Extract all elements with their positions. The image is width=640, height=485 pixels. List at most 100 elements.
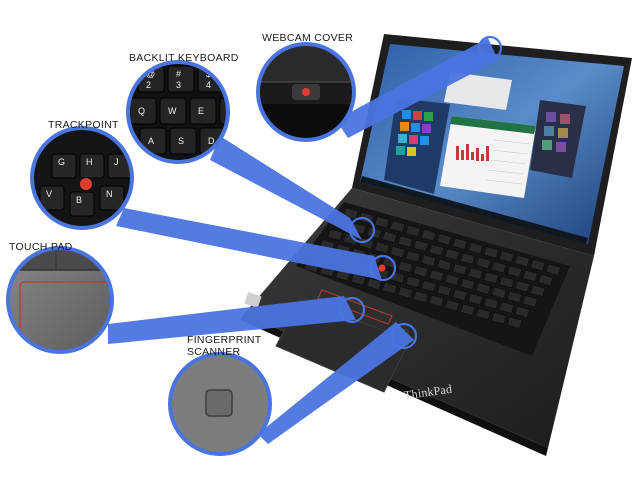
- photos-window: [444, 72, 512, 110]
- keyboard-key: [506, 291, 523, 304]
- zoom-trackpoint-keycap-label: G: [58, 157, 65, 167]
- zoom-keycap-digit: 2: [146, 80, 151, 90]
- keyboard-key: [428, 269, 445, 282]
- keyboard-key: [460, 252, 476, 265]
- keyboard-key: [413, 290, 429, 303]
- beam-fingerprint: [258, 322, 414, 444]
- zoom-trackpoint-keycap: [51, 153, 77, 179]
- zoom-touchpad: [6, 246, 114, 354]
- keyboard-key: [530, 259, 546, 272]
- keyboard-key: [467, 267, 484, 280]
- keyboard-key: [405, 224, 421, 237]
- keyboard-key: [491, 286, 507, 299]
- keyboard-key: [428, 295, 445, 308]
- keyboard-key: [514, 305, 530, 318]
- target-touchpad: [338, 296, 366, 324]
- target-fingerprint: [390, 322, 418, 350]
- zoom-trackpoint-keycap: [39, 185, 65, 211]
- zoom-keycap-label: W: [168, 106, 177, 116]
- keyboard-key: [444, 273, 460, 286]
- keyboard-key: [444, 248, 460, 261]
- zoom-trackpoint-keycap-label: J: [114, 157, 119, 167]
- keyboard-key: [538, 274, 554, 287]
- keyboard-key: [522, 269, 538, 282]
- keyboard-key: [436, 284, 452, 297]
- music-thumbs: [542, 112, 570, 152]
- zoom-keycap-label: S: [178, 136, 184, 146]
- keyboard-key: [475, 282, 491, 295]
- start-tiles: [396, 110, 433, 156]
- zoom-keycap: [159, 97, 187, 125]
- keyboard-key: [483, 271, 499, 284]
- keyboard-key: [460, 278, 476, 291]
- keyboard-key: [397, 286, 413, 299]
- spreadsheet-header: [450, 116, 536, 134]
- keyboard-key: [350, 273, 367, 286]
- keyboard-key: [545, 263, 562, 276]
- target-trackpoint: [369, 254, 397, 282]
- zoom-keycap-label: @: [146, 69, 155, 79]
- music-window: [530, 100, 586, 178]
- zoom-webcam: [256, 42, 356, 142]
- keyboard-key: [475, 307, 491, 320]
- keyboard-key: [452, 263, 468, 276]
- keyboard-key: [530, 284, 546, 297]
- keyboard-key: [374, 241, 390, 254]
- keyboard-key: [421, 254, 437, 267]
- zoom-keycap-label: D: [208, 136, 215, 146]
- keyboard-key: [397, 235, 413, 248]
- zoom-fingerprint: [168, 352, 272, 456]
- keyboard-key: [428, 244, 445, 257]
- zoom-keycap: [219, 97, 228, 125]
- keyboard-key: [436, 233, 452, 246]
- callout-beams: [108, 38, 498, 444]
- zoom-keycap-label: A: [148, 136, 154, 146]
- keyboard-key: [467, 293, 484, 306]
- zoom-keycap-digit: 3: [176, 80, 181, 90]
- intel-sticker: [244, 292, 262, 308]
- label-trackpoint: TRACKPOINT: [48, 119, 119, 131]
- keyboard-key: [491, 261, 507, 274]
- label-touch-pad: TOUCH PAD: [9, 241, 73, 253]
- keyboard-key: [467, 242, 484, 255]
- keyboard-key: [382, 282, 398, 295]
- keyboard-key: [506, 316, 523, 329]
- zoom-trackpoint-keycap-label: V: [46, 189, 52, 199]
- keyboard-key: [522, 295, 538, 308]
- keyboard-key: [421, 280, 437, 293]
- keyboard-key: [382, 231, 398, 244]
- spreadsheet-grid: [485, 139, 531, 185]
- spreadsheet-chart: [456, 144, 489, 161]
- laptop-trackpoint: [378, 264, 386, 272]
- taskbar: [360, 176, 588, 244]
- keyboard-key: [405, 275, 421, 288]
- keyboard-key: [483, 246, 499, 259]
- target-circles: [338, 35, 503, 350]
- keyboard-key: [389, 220, 406, 233]
- keyboard-key: [327, 228, 343, 241]
- keyboard-key: [506, 265, 523, 278]
- keyboard-key: [514, 280, 530, 293]
- keyboard-key: [499, 276, 515, 289]
- keyboard-key: [514, 254, 530, 267]
- beam-trackpoint: [116, 208, 382, 280]
- keyboard-key: [444, 299, 460, 312]
- target-webcam: [477, 35, 503, 61]
- keyboard-key: [499, 250, 515, 263]
- keyboard-key: [452, 237, 468, 250]
- keyboard-key: [397, 260, 413, 273]
- zoom-keycap-label: Q: [138, 106, 145, 116]
- keyboard-key: [483, 297, 499, 310]
- zoom-keycap: [227, 65, 228, 93]
- keyboard-key: [366, 277, 382, 290]
- zoom-trackpoint-keycap-label: B: [76, 195, 82, 205]
- zoom-trackpoint-keycap: [107, 153, 132, 179]
- zoom-keycap-digit: 4: [206, 80, 211, 90]
- label-backlit-keyboard: BACKLIT KEYBOARD: [129, 52, 239, 64]
- label-webcam-cover: WEBCAM COVER: [262, 32, 354, 44]
- label-fingerprint-scanner: FINGERPRINT SCANNER: [187, 334, 261, 358]
- zoom-keycap-label: E: [198, 106, 204, 116]
